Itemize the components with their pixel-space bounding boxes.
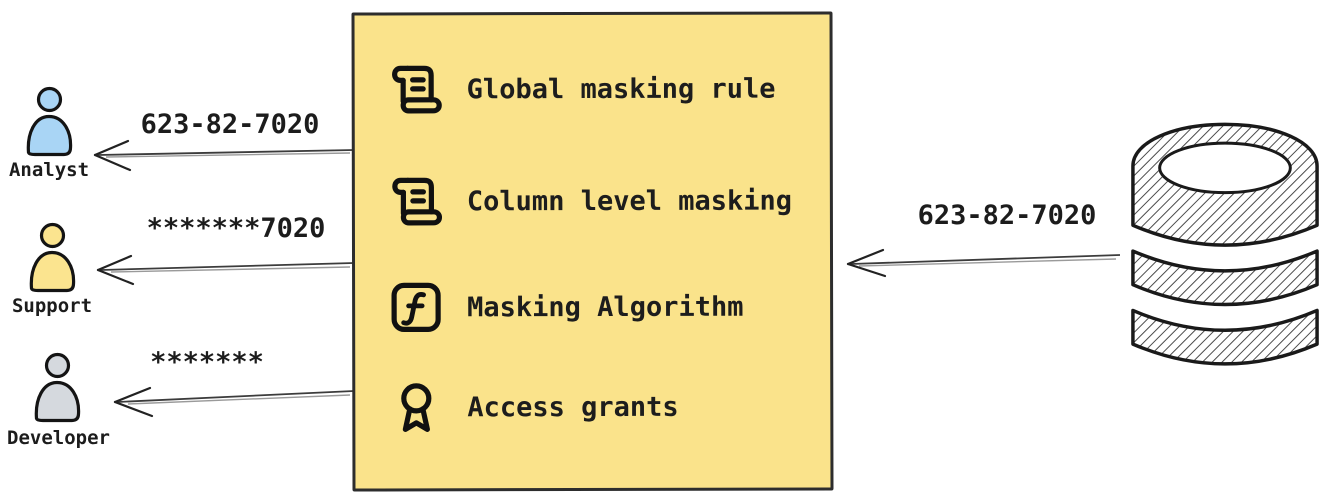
function-icon: [391, 282, 441, 332]
mask-rule-label: Column level masking: [466, 185, 793, 217]
scroll-icon: [392, 177, 443, 226]
mask-rule-row-algorithm: Masking Algorithm: [388, 278, 743, 337]
persona-label-support: Support: [11, 295, 93, 317]
masking-policy-box: Global masking rule Column level masking…: [351, 11, 834, 492]
arrow-to-support: [96, 254, 354, 286]
masked-value-analyst: 623-82-7020: [140, 109, 320, 140]
masked-value-support: *******7020: [146, 213, 326, 244]
mask-rule-row-grants: Access grants: [388, 378, 679, 437]
mask-rule-label: Masking Algorithm: [467, 291, 744, 323]
masked-value-developer: *******: [150, 347, 264, 378]
scroll-icon: [392, 65, 442, 114]
persona-label-developer: Developer: [7, 427, 110, 449]
mask-rule-row-column: Column level masking: [388, 172, 792, 231]
developer-user-icon: [34, 352, 81, 423]
mask-rule-row-global: Global masking rule: [388, 60, 776, 119]
database-value-label: 623-82-7020: [917, 200, 1097, 231]
persona-label-analyst: Analyst: [8, 159, 90, 181]
award-icon: [401, 383, 432, 432]
arrow-to-analyst: [93, 139, 354, 172]
support-user-icon: [29, 222, 76, 293]
database-icon: [1131, 122, 1319, 366]
analyst-user-icon: [26, 86, 73, 157]
mask-rule-label: Global masking rule: [466, 73, 776, 105]
arrow-to-developer: [113, 386, 354, 418]
mask-rule-label: Access grants: [467, 391, 679, 423]
arrow-database-to-box: [846, 248, 1120, 278]
